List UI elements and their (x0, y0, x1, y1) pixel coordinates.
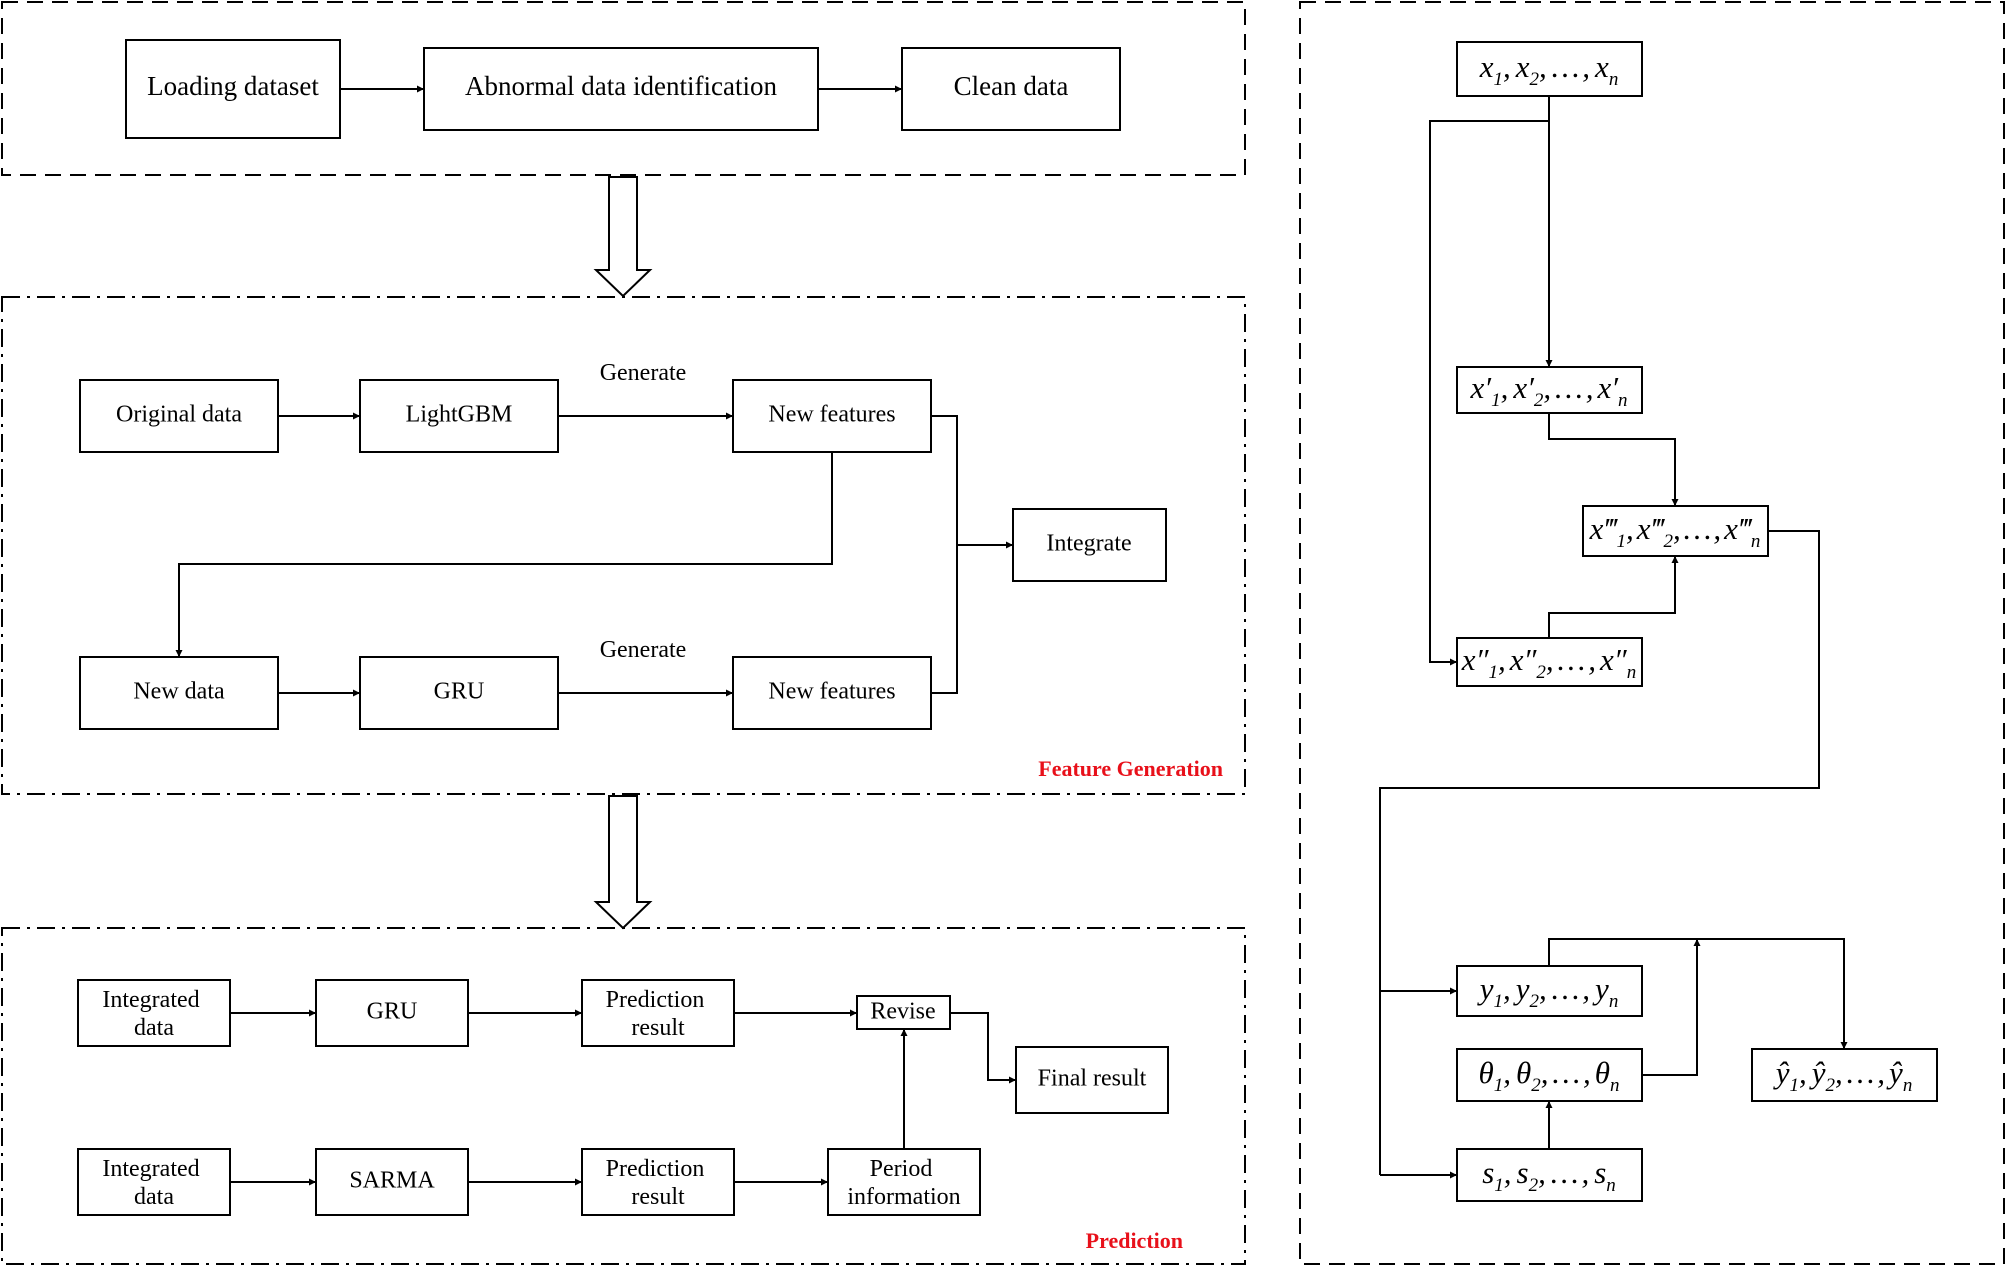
period-information-box (827, 1148, 981, 1216)
period-information-line1: Period (870, 1156, 933, 1182)
prediction-result-a-line1: Prediction (606, 987, 705, 1013)
seq-x-expression: x1,x2,…,xn (1479, 49, 1619, 90)
seq-s-expression: s1,s2,…,sn (1482, 1155, 1616, 1196)
prediction-result-b-line2: result (631, 1184, 685, 1210)
new-features-bottom-label: New features (768, 679, 895, 705)
seq-theta-expression: θ1,θ2,…,θn (1478, 1055, 1619, 1096)
new-features-bottom-box (732, 656, 932, 730)
prediction-section-label: Prediction (1086, 1228, 1183, 1253)
seq-x-prime-expression: x′1,x′2,…,x′n (1470, 370, 1628, 411)
prediction-result-b-line1: Prediction (606, 1156, 705, 1182)
seq-x-triple-prime-expression: x‴1,x‴2,…,x‴n (1589, 511, 1761, 552)
sarma-label: SARMA (349, 1168, 435, 1194)
gru-feature-label: GRU (434, 679, 485, 705)
arrow-revise-to-final (950, 1012, 1016, 1084)
final-result-box (1015, 1046, 1169, 1114)
hollow-arrow-down-1 (593, 176, 653, 298)
original-data-label: Original data (116, 402, 242, 428)
feature-generation-frame (1, 296, 1246, 795)
new-data-label: New data (133, 679, 225, 705)
seq-theta-box (1456, 1048, 1643, 1102)
generate-label-bottom: Generate (600, 637, 687, 663)
period-information-line2: information (847, 1184, 960, 1210)
generate-label-top: Generate (600, 360, 687, 386)
seq-s-box (1456, 1148, 1643, 1202)
preprocess-frame (1, 1, 1246, 176)
integrated-data-a-line2: data (134, 1015, 174, 1041)
gru-feature-box (359, 656, 559, 730)
period-information-label: Period information (847, 1156, 960, 1210)
gru-prediction-box (315, 979, 469, 1047)
gru-prediction-label: GRU (367, 999, 418, 1025)
seq-x-double-prime-expression: x″1,x″2,…,x″n (1461, 642, 1636, 683)
integrated-data-a-line1: Integrated (102, 987, 199, 1013)
seq-y-box (1456, 965, 1643, 1017)
loading-dataset-label: Loading dataset (147, 71, 319, 101)
sarma-box (315, 1148, 469, 1216)
arrow-x-double-prime-to-x-triple-prime (1548, 556, 1679, 638)
integrated-data-b-line2: data (134, 1184, 174, 1210)
abnormal-identification-label: Abnormal data identification (465, 71, 777, 101)
integrate-label: Integrate (1046, 531, 1131, 557)
arrow-theta-to-merge (1642, 939, 1701, 1076)
hollow-arrow-down-2 (593, 795, 653, 930)
sequence-frame (1299, 1, 2005, 1265)
prediction-result-a-line2: result (631, 1015, 685, 1041)
lightgbm-label: LightGBM (406, 402, 513, 428)
feature-generation-section-label: Feature Generation (1038, 756, 1223, 781)
clean-data-box (901, 47, 1121, 131)
seq-x-double-prime-box (1456, 637, 1643, 687)
connector-x-triple-prime-to-bus (1379, 530, 1820, 1175)
seq-y-hat-box (1751, 1048, 1938, 1102)
prediction-result-a-label: Prediction result (606, 987, 711, 1041)
clean-data-label: Clean data (954, 71, 1069, 101)
new-data-box (79, 656, 279, 730)
connector-top-features-to-bus (931, 415, 958, 694)
prediction-result-a-box (581, 979, 735, 1047)
original-data-box (79, 379, 279, 453)
new-features-top-label: New features (768, 402, 895, 428)
seq-y-expression: y1,y2,…,yn (1477, 971, 1619, 1012)
arrow-x-to-x-double-prime (1429, 120, 1549, 666)
seq-x-box (1456, 41, 1643, 97)
arrow-new-features-to-new-data (175, 452, 833, 657)
integrated-data-b-box (77, 1148, 231, 1216)
final-result-label: Final result (1038, 1066, 1147, 1092)
arrow-x-prime-to-x-triple-prime (1548, 413, 1679, 506)
integrated-data-b-line1: Integrated (102, 1156, 199, 1182)
integrated-data-b-label: Integrated data (102, 1156, 205, 1210)
seq-y-hat-expression: ŷ1,ŷ2,…,ŷn (1773, 1055, 1913, 1096)
prediction-result-b-box (581, 1148, 735, 1216)
revise-label: Revise (870, 999, 935, 1025)
prediction-result-b-label: Prediction result (606, 1156, 711, 1210)
loading-dataset-box (125, 39, 341, 139)
integrated-data-a-label: Integrated data (102, 987, 205, 1041)
